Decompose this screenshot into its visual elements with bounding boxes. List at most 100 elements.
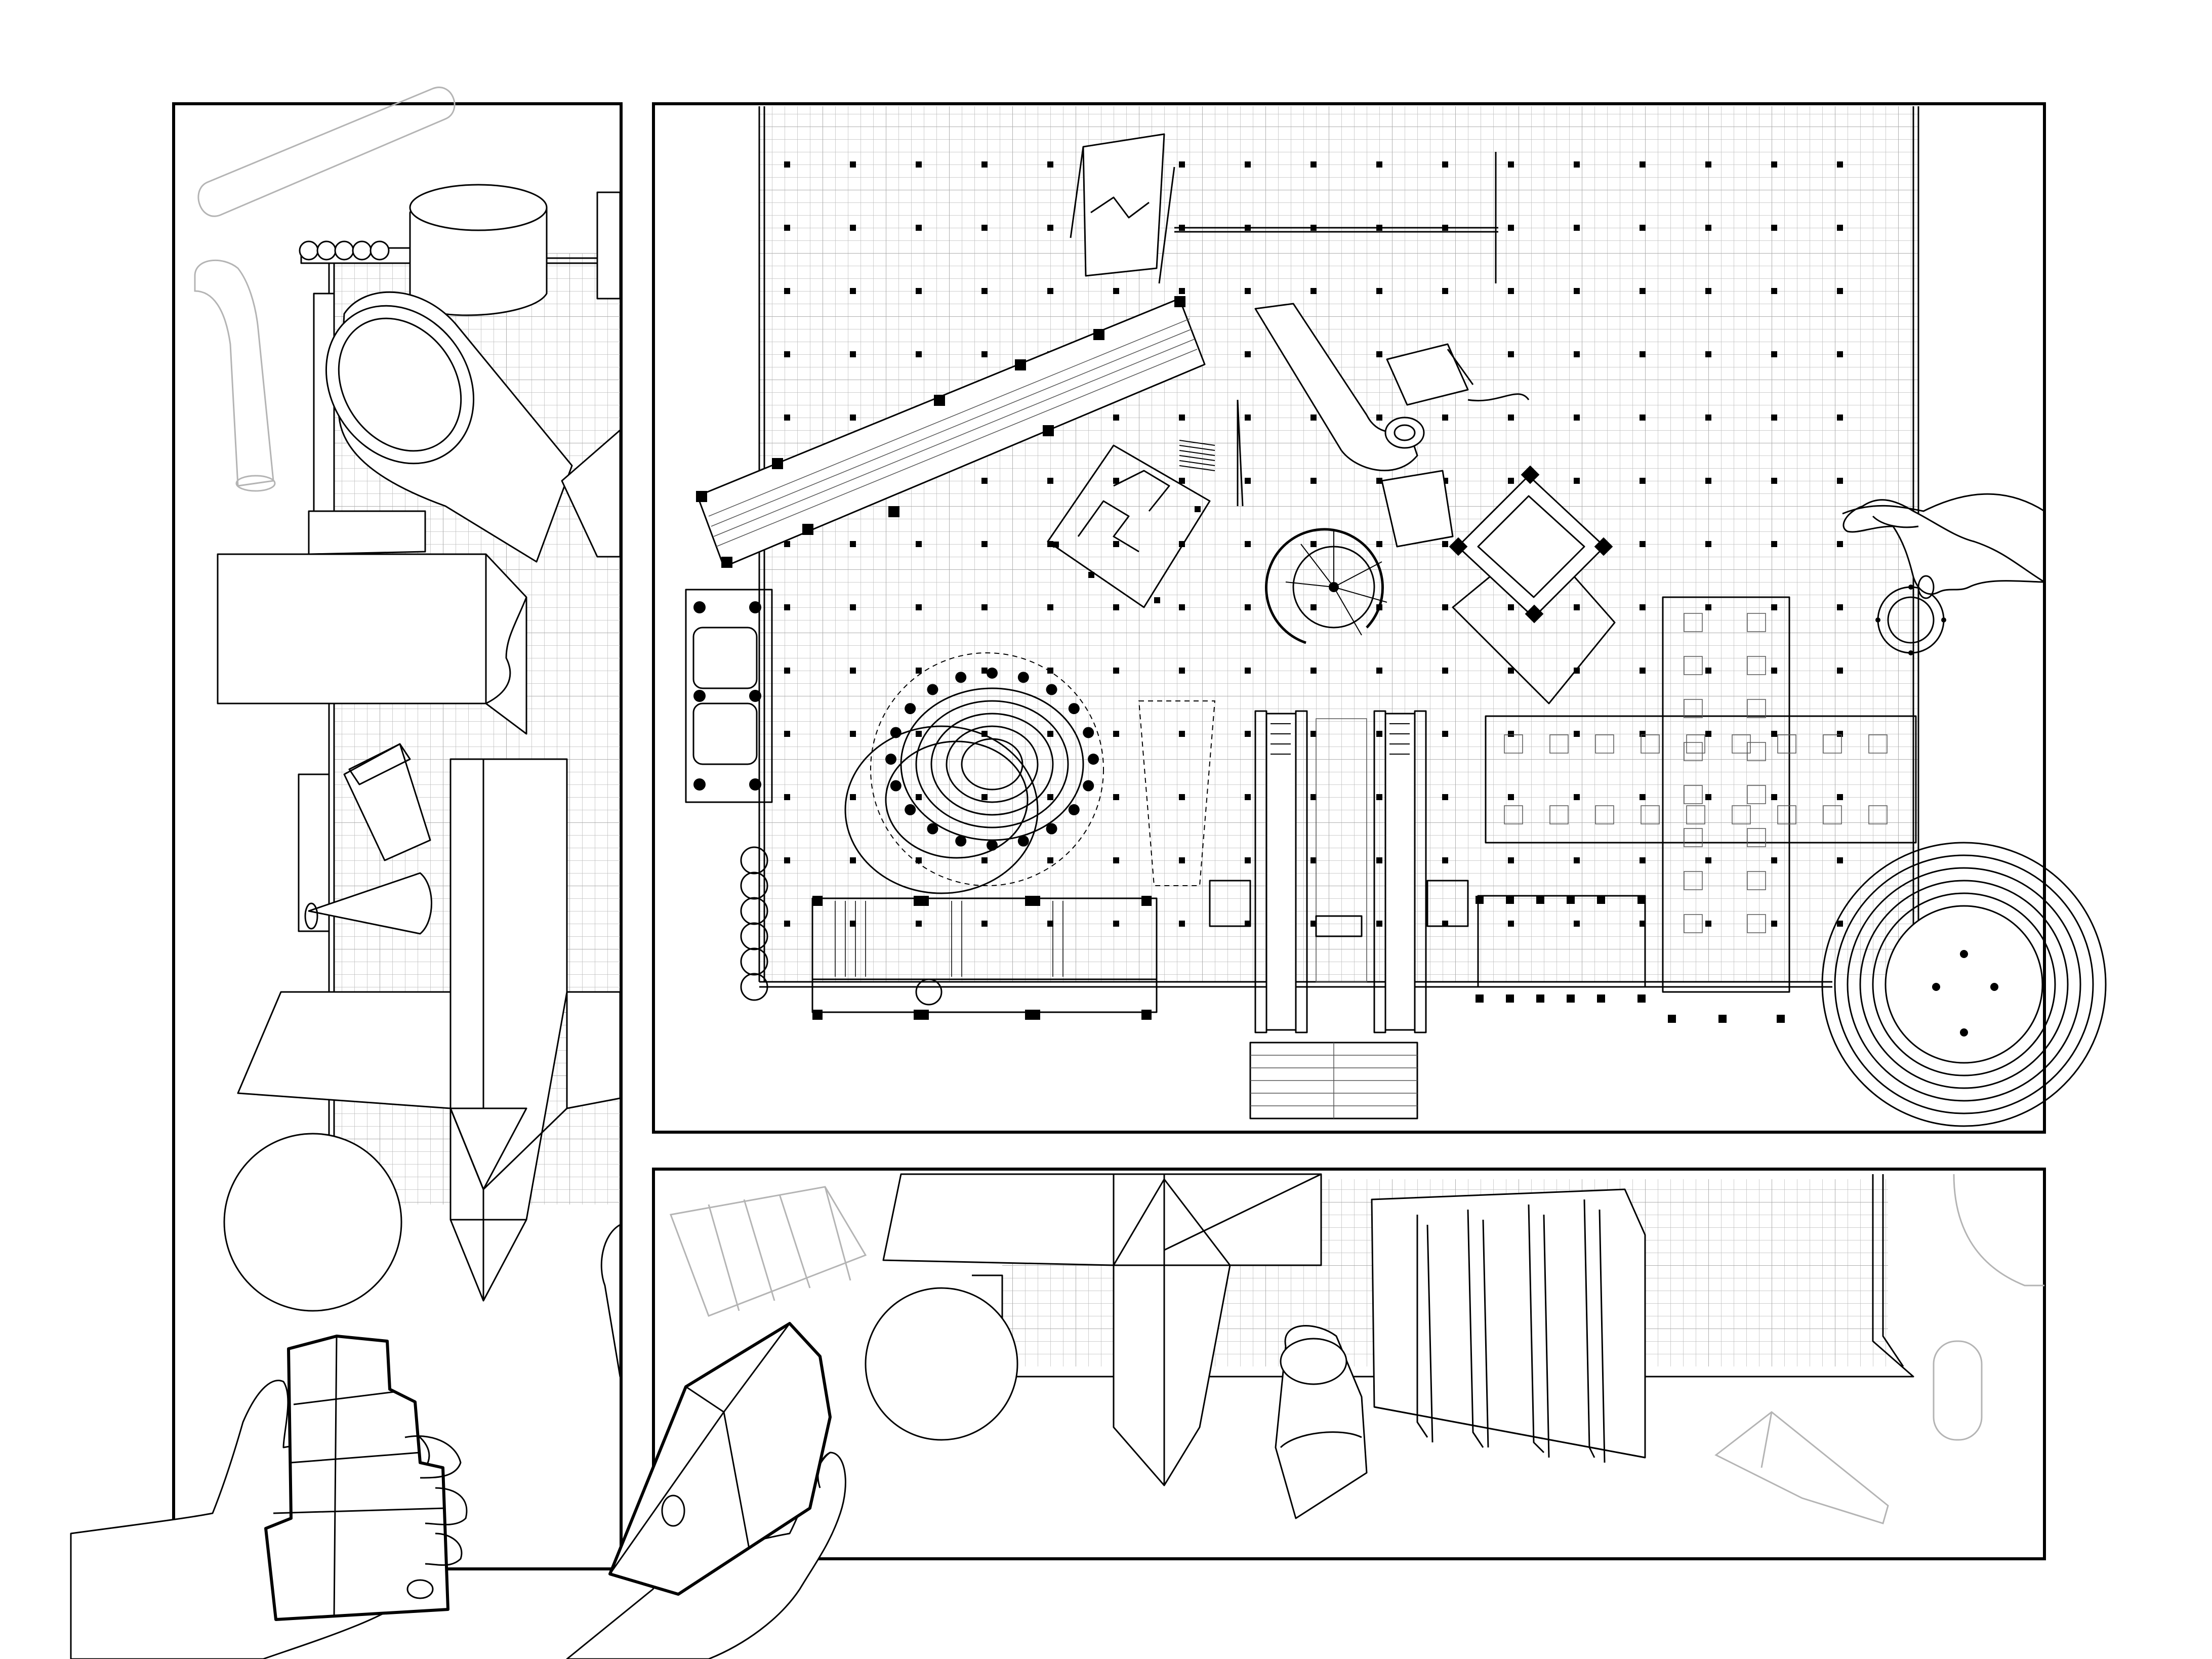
structural-column bbox=[981, 351, 988, 357]
pavilion-column bbox=[890, 780, 902, 792]
ghost-pipe bbox=[197, 87, 456, 217]
structural-column bbox=[1771, 161, 1777, 168]
structural-column bbox=[1442, 668, 1448, 674]
dining-table bbox=[1684, 656, 1703, 675]
structural-column bbox=[1179, 288, 1185, 294]
structural-column bbox=[916, 225, 922, 231]
dining-table bbox=[1504, 805, 1523, 824]
pavilion-column bbox=[890, 727, 902, 738]
structural-column bbox=[1047, 857, 1053, 863]
dining-table bbox=[1732, 805, 1751, 824]
dining-hall bbox=[1476, 596, 1917, 1023]
structural-column bbox=[1574, 414, 1580, 421]
ghost-box bbox=[669, 1186, 867, 1317]
structural-column bbox=[850, 414, 856, 421]
structural-column bbox=[1705, 351, 1711, 357]
structural-column bbox=[850, 668, 856, 674]
structural-column bbox=[1047, 604, 1053, 610]
trapezoid-volume bbox=[1138, 700, 1216, 886]
pavilion-column bbox=[1017, 672, 1029, 683]
structural-column bbox=[1837, 604, 1843, 610]
sphere-icon bbox=[223, 1133, 402, 1312]
structural-column bbox=[1376, 161, 1382, 168]
structural-column bbox=[1508, 288, 1514, 294]
dining-table bbox=[1684, 828, 1703, 847]
structural-column bbox=[1508, 668, 1514, 674]
structural-column bbox=[1113, 921, 1119, 927]
structural-column bbox=[916, 731, 922, 737]
structural-column bbox=[1310, 668, 1317, 674]
structural-column bbox=[1574, 731, 1580, 737]
structural-column bbox=[1837, 225, 1843, 231]
structural-column bbox=[1705, 921, 1711, 927]
pavilion-column bbox=[987, 668, 998, 679]
structural-column bbox=[1640, 921, 1646, 927]
tilted-cards bbox=[1381, 343, 1530, 548]
structural-column bbox=[1771, 478, 1777, 484]
structural-column bbox=[1245, 921, 1251, 927]
structural-column bbox=[1179, 161, 1185, 168]
structural-column bbox=[1640, 668, 1646, 674]
structural-column bbox=[1640, 414, 1646, 421]
structural-column bbox=[1310, 414, 1317, 421]
dining-table bbox=[1684, 785, 1703, 804]
structural-column bbox=[784, 794, 790, 800]
structural-column bbox=[1179, 731, 1185, 737]
dining-table bbox=[1823, 734, 1842, 754]
structural-column bbox=[1508, 414, 1514, 421]
structural-column bbox=[1837, 541, 1843, 547]
structural-column bbox=[784, 857, 790, 863]
structural-column bbox=[981, 541, 988, 547]
dining-table bbox=[1747, 785, 1766, 804]
dining-table bbox=[1549, 734, 1569, 754]
structural-column bbox=[1837, 794, 1843, 800]
structural-column bbox=[1837, 414, 1843, 421]
structural-column bbox=[1310, 288, 1317, 294]
cone-volume bbox=[304, 872, 432, 935]
structural-column bbox=[784, 921, 790, 927]
structural-column bbox=[784, 351, 790, 357]
structural-column bbox=[850, 288, 856, 294]
structural-column bbox=[981, 604, 988, 610]
structural-column bbox=[1113, 478, 1119, 484]
structural-column bbox=[916, 161, 922, 168]
structural-column bbox=[1705, 478, 1711, 484]
structural-column bbox=[1310, 478, 1317, 484]
pavilion-column bbox=[1083, 780, 1094, 792]
structural-column bbox=[1640, 731, 1646, 737]
tilted-panel bbox=[1070, 133, 1175, 284]
structural-column bbox=[1771, 288, 1777, 294]
structural-column bbox=[1705, 541, 1711, 547]
structural-column bbox=[1837, 731, 1843, 737]
structural-column bbox=[1113, 857, 1119, 863]
structural-column bbox=[981, 668, 988, 674]
structural-column bbox=[1442, 541, 1448, 547]
box-volume bbox=[217, 510, 527, 735]
structural-column bbox=[1837, 921, 1843, 927]
circular-pavilion bbox=[844, 652, 1104, 894]
ring-chain bbox=[740, 846, 768, 1001]
structural-column bbox=[1245, 541, 1251, 547]
structural-column bbox=[1640, 288, 1646, 294]
structural-column bbox=[1376, 478, 1382, 484]
bottom-panel bbox=[566, 1168, 2046, 1659]
structural-column bbox=[784, 414, 790, 421]
structural-column bbox=[1771, 668, 1777, 674]
structural-column bbox=[1705, 288, 1711, 294]
structural-column bbox=[1245, 857, 1251, 863]
pavilion-column bbox=[955, 835, 967, 847]
structural-column bbox=[1179, 857, 1185, 863]
structural-column bbox=[850, 731, 856, 737]
structural-column bbox=[1705, 225, 1711, 231]
dining-table bbox=[1684, 699, 1703, 718]
pavilion-column bbox=[927, 684, 938, 695]
dining-table bbox=[1641, 805, 1660, 824]
dining-table bbox=[1686, 805, 1705, 824]
pavilion-column bbox=[1046, 823, 1057, 835]
structural-column bbox=[981, 288, 988, 294]
structural-column bbox=[1640, 604, 1646, 610]
main-plan-panel bbox=[652, 102, 2107, 1134]
structural-column bbox=[1705, 857, 1711, 863]
circular-stair bbox=[1821, 842, 2107, 1127]
structural-column bbox=[1508, 478, 1514, 484]
